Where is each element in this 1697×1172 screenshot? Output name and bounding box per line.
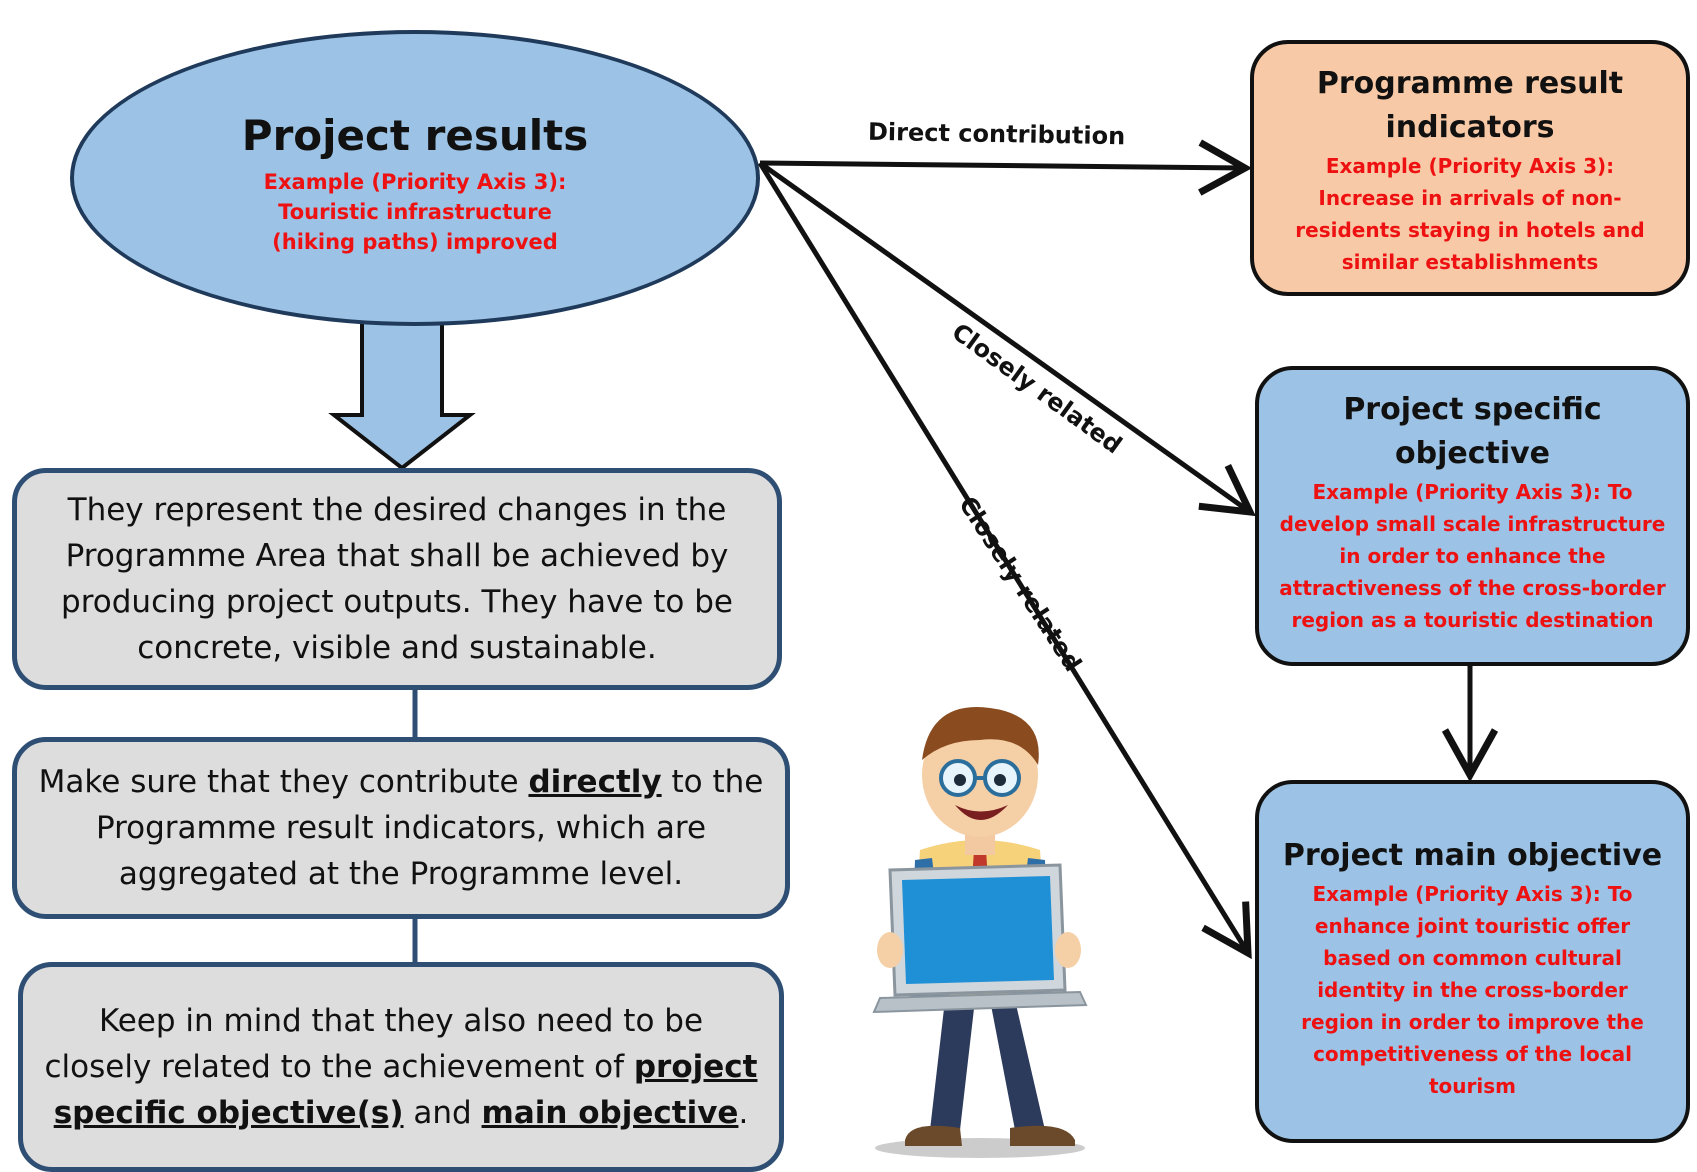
label-direct-contribution: Direct contribution: [867, 117, 1126, 151]
note3-emph2: main objective: [481, 1095, 739, 1131]
programme-result-indicators-title: Programme result indicators: [1316, 66, 1624, 145]
note-contribute-directly-text: Make sure that they contribute directly …: [37, 759, 765, 897]
note3-post: .: [738, 1095, 749, 1131]
project-main-objective-example: Example (Priority Axis 3): To enhance jo…: [1301, 882, 1644, 1098]
edge-closely-related-main: [757, 161, 1252, 960]
project-main-objective-box: Project main objective Example (Priority…: [1255, 780, 1690, 1143]
note-keep-in-mind: Keep in mind that they also need to be c…: [18, 962, 784, 1172]
cartoon-presenter-illustration: [872, 707, 1088, 1158]
project-specific-objective-box: Project specific objective Example (Prio…: [1255, 366, 1690, 666]
note3-mid: and: [403, 1095, 482, 1131]
project-main-objective-title: Project main objective: [1282, 838, 1663, 873]
programme-result-indicators-box: Programme result indicators Example (Pri…: [1250, 40, 1690, 296]
project-results-example: Example (Priority Axis 3): Touristic inf…: [263, 170, 567, 254]
note-contribute-directly: Make sure that they contribute directly …: [12, 737, 790, 919]
project-specific-objective-example: Example (Priority Axis 3): To develop sm…: [1279, 480, 1666, 632]
project-results-ellipse: Project results Example (Priority Axis 3…: [70, 30, 760, 326]
project-results-title: Project results: [241, 111, 589, 160]
note-desired-changes: They represent the desired changes in th…: [12, 468, 782, 690]
project-specific-objective-title: Project specific objective: [1343, 392, 1602, 471]
note2-emph: directly: [528, 764, 662, 800]
down-arrow: [328, 318, 476, 471]
note-desired-changes-text: They represent the desired changes in th…: [61, 492, 733, 666]
note3-emph1: project specific objective(s): [53, 1049, 758, 1131]
note2-post: to the Programme result indicators, whic…: [95, 764, 764, 892]
note3-pre: Keep in mind that they also need to be c…: [44, 1003, 704, 1085]
note-keep-in-mind-text: Keep in mind that they also need to be c…: [43, 998, 759, 1136]
programme-result-indicators-example: Example (Priority Axis 3): Increase in a…: [1295, 154, 1645, 274]
edge-closely-related-specific: [758, 160, 1256, 517]
note2-pre: Make sure that they contribute: [38, 764, 529, 800]
edge-direct-contribution: [759, 139, 1253, 196]
